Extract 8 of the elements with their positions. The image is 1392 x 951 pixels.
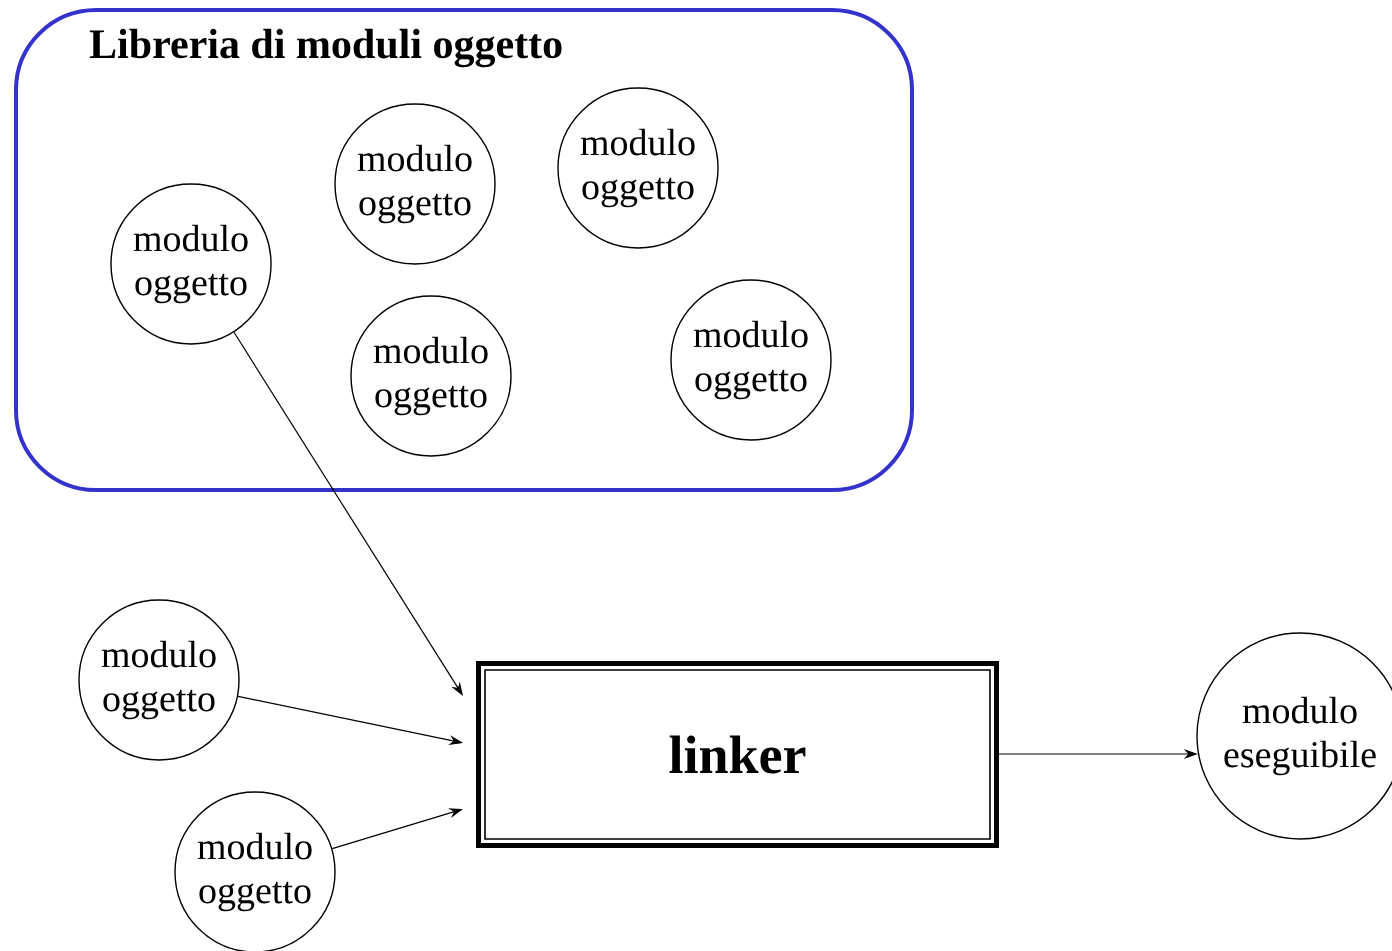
linker-box: linker xyxy=(476,661,999,848)
circle-node: modulo oggetto xyxy=(350,295,512,457)
circle-node: modulo oggetto xyxy=(670,279,832,441)
circle-node: modulo oggetto xyxy=(78,599,240,761)
arrow xyxy=(233,331,463,696)
circle-node: modulo oggetto xyxy=(334,103,496,265)
circle-node: modulo oggetto xyxy=(110,183,272,345)
circle-node: modulo oggetto xyxy=(557,87,719,249)
